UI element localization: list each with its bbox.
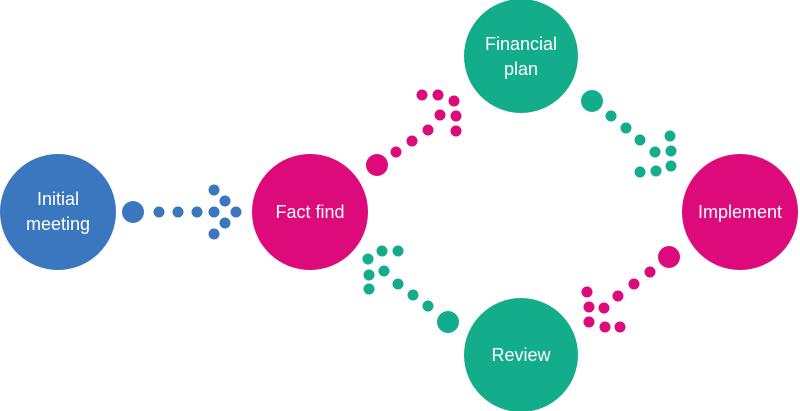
- node-circle: [464, 298, 578, 411]
- connector-dot: [437, 311, 459, 333]
- arrowhead-dot: [583, 301, 595, 313]
- connector-dot: [658, 246, 680, 268]
- connector-dot: [407, 289, 419, 301]
- connector-dot: [172, 206, 184, 218]
- arrowhead-dot: [434, 109, 446, 121]
- node-implement: Implement: [682, 154, 798, 270]
- connector-dot: [122, 201, 144, 223]
- arrowhead-dot: [634, 166, 646, 178]
- arrowhead-dot: [219, 195, 231, 207]
- arrowhead-dot: [599, 321, 611, 333]
- connector-dot: [153, 206, 165, 218]
- arrowhead-dot: [416, 89, 428, 101]
- arrowhead-dot: [376, 245, 388, 257]
- connector-initial-meeting-to-fact-find: [122, 184, 242, 240]
- connector-dot: [422, 300, 434, 312]
- arrowhead-dot: [614, 321, 626, 333]
- connector-dot: [620, 122, 632, 134]
- arrowhead-dot: [378, 265, 390, 277]
- node-initial-meeting: Initial meeting: [0, 154, 116, 270]
- node-fact-find: Fact find: [252, 154, 368, 270]
- node-financial-plan: Financial plan: [464, 0, 578, 113]
- arrowhead-dot: [363, 269, 375, 281]
- connector-dot: [612, 290, 624, 302]
- arrowhead-dot: [448, 95, 460, 107]
- connector-dot: [392, 278, 404, 290]
- connector-dot: [581, 90, 603, 112]
- connector-review-to-fact-find: [362, 245, 459, 333]
- connector-dot: [406, 135, 418, 147]
- connector-dot: [644, 266, 656, 278]
- arrowhead-dot: [665, 160, 677, 172]
- node-label: meeting: [26, 214, 90, 234]
- arrowhead-dot: [650, 165, 662, 177]
- arrowhead-dot: [598, 302, 610, 314]
- connector-dot: [628, 278, 640, 290]
- node-review: Review: [464, 298, 578, 411]
- connector-dot: [422, 124, 434, 136]
- arrowhead-dot: [432, 89, 444, 101]
- node-label: Implement: [698, 202, 782, 222]
- arrowhead-dot: [450, 125, 462, 137]
- arrowhead-dot: [664, 130, 676, 142]
- arrowhead-dot: [583, 316, 595, 328]
- node-label: Fact find: [275, 202, 344, 222]
- arrowhead-dot: [219, 217, 231, 229]
- arrowhead-dot: [392, 245, 404, 257]
- node-label: Financial: [485, 34, 557, 54]
- arrowhead-dot: [581, 286, 593, 298]
- connector-dot: [366, 154, 388, 176]
- arrowhead-dot: [208, 206, 220, 218]
- arrowhead-dot: [362, 253, 374, 265]
- node-label: plan: [504, 59, 538, 79]
- arrowhead-dot: [230, 206, 242, 218]
- node-circle: [0, 154, 116, 270]
- connector-dot: [634, 134, 646, 146]
- node-circle: [252, 154, 368, 270]
- arrowhead-dot: [363, 283, 375, 295]
- arrowhead-dot: [208, 184, 220, 196]
- node-label: Review: [491, 345, 551, 365]
- arrowhead-dot: [208, 228, 220, 240]
- node-circle: [682, 154, 798, 270]
- connector-dot: [605, 110, 617, 122]
- arrowhead-dot: [649, 146, 661, 158]
- arrowhead-dot: [665, 145, 677, 157]
- node-label: Initial: [37, 189, 79, 209]
- connector-dot: [191, 206, 203, 218]
- node-circle: [464, 0, 578, 113]
- connector-dot: [390, 146, 402, 158]
- connector-fact-find-to-financial-plan: [366, 89, 462, 176]
- connector-financial-plan-to-implement: [581, 90, 677, 178]
- arrowhead-dot: [450, 110, 462, 122]
- connector-implement-to-review: [581, 246, 680, 333]
